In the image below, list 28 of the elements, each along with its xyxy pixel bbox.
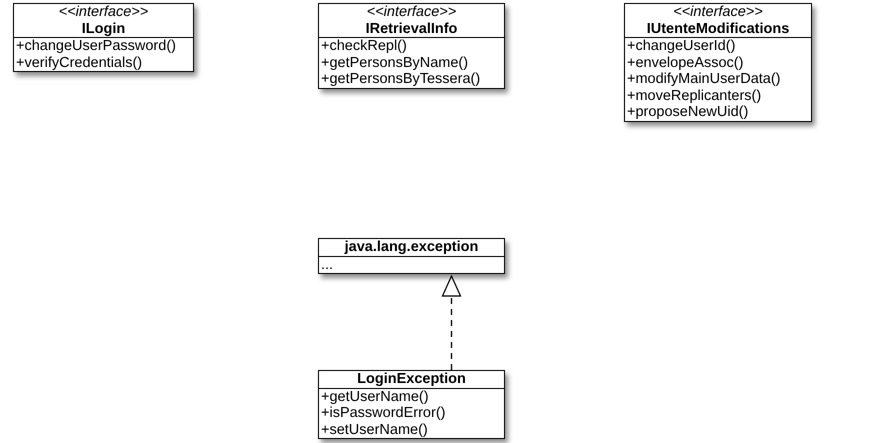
stereotype-label: <<interface>> — [58, 4, 150, 20]
class-box — [13, 3, 194, 72]
method-label: +getPersonsByName() — [320, 54, 470, 71]
method-label: +getUserName() — [320, 388, 430, 405]
class-box — [318, 3, 505, 88]
class-box — [624, 3, 812, 122]
stereotype-label: <<interface>> — [672, 4, 764, 20]
stereotype-label: <<interface>> — [366, 4, 458, 20]
class-box — [318, 370, 505, 439]
class-name: java.lang.exception — [343, 239, 480, 256]
method-label: +changeUserId() — [626, 38, 736, 54]
method-label: +proposeNewUid() — [626, 104, 750, 120]
method-label: +isPasswordError() — [320, 405, 446, 422]
class-name: IRetrievalInfo — [364, 20, 458, 37]
method-label: +setUserName() — [320, 422, 429, 438]
method-label: +moveReplicanters() — [626, 88, 762, 104]
realization-arrow — [442, 275, 462, 370]
class-name: ILogin — [80, 20, 126, 37]
method-label: +envelopeAssoc() — [626, 54, 744, 71]
class-name: IUtenteModifications — [646, 20, 790, 37]
method-label: +getPersonsByTessera() — [320, 71, 482, 88]
method-label: ... — [320, 256, 334, 273]
class-name: LoginException — [356, 371, 467, 388]
method-label: +changeUserPassword() — [15, 38, 177, 54]
method-label: +verifyCredentials() — [15, 54, 144, 71]
method-label: +checkRepl() — [320, 38, 408, 54]
method-label: +modifyMainUserData() — [626, 71, 782, 88]
class-box — [318, 238, 505, 274]
